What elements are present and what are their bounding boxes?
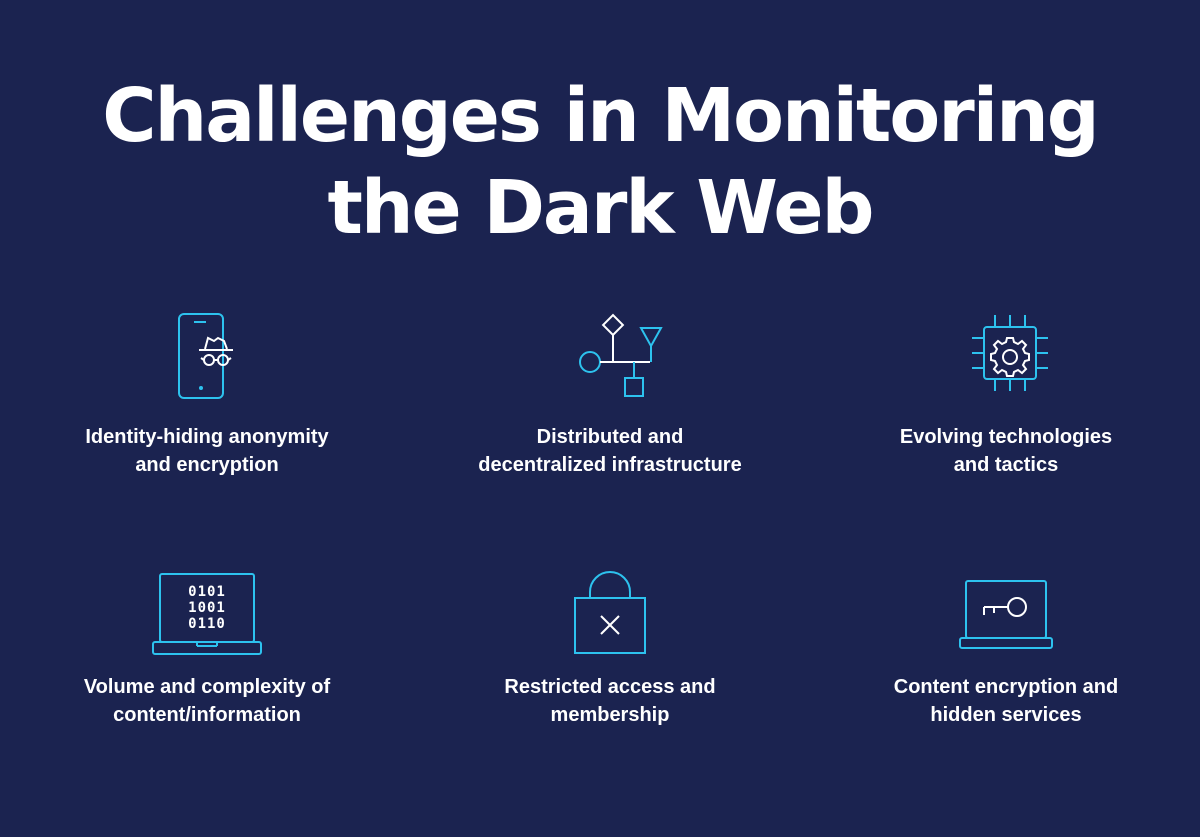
page-title-line-1: Challenges in Monitoring [102,73,1100,159]
chip-gear-icon [956,305,1056,405]
challenge-label: Evolving technologies and tactics [899,426,1113,476]
binary-line-1: 0101 [188,584,226,600]
challenge-label: Content encryption and hidden services [893,676,1119,726]
locked-access-icon [560,570,660,670]
page-title: Challenges in Monitoring the Dark Web [0,70,1200,254]
challenge-label: Identity-hiding anonymity and encryption [85,426,329,476]
challenge-label: Distributed and decentralized infrastruc… [478,426,742,476]
challenge-label: Restricted access and membership [504,676,716,726]
binary-line-2: 1001 [188,600,226,616]
page-title-line-2: the Dark Web [327,165,875,251]
incognito-phone-icon [157,305,257,405]
key-laptop-icon [956,570,1056,670]
binary-laptop-icon: 0101 1001 0110 [152,570,262,670]
binary-line-3: 0110 [188,616,226,632]
challenge-label: Volume and complexity of content/informa… [83,676,331,726]
distributed-network-icon [560,305,663,405]
